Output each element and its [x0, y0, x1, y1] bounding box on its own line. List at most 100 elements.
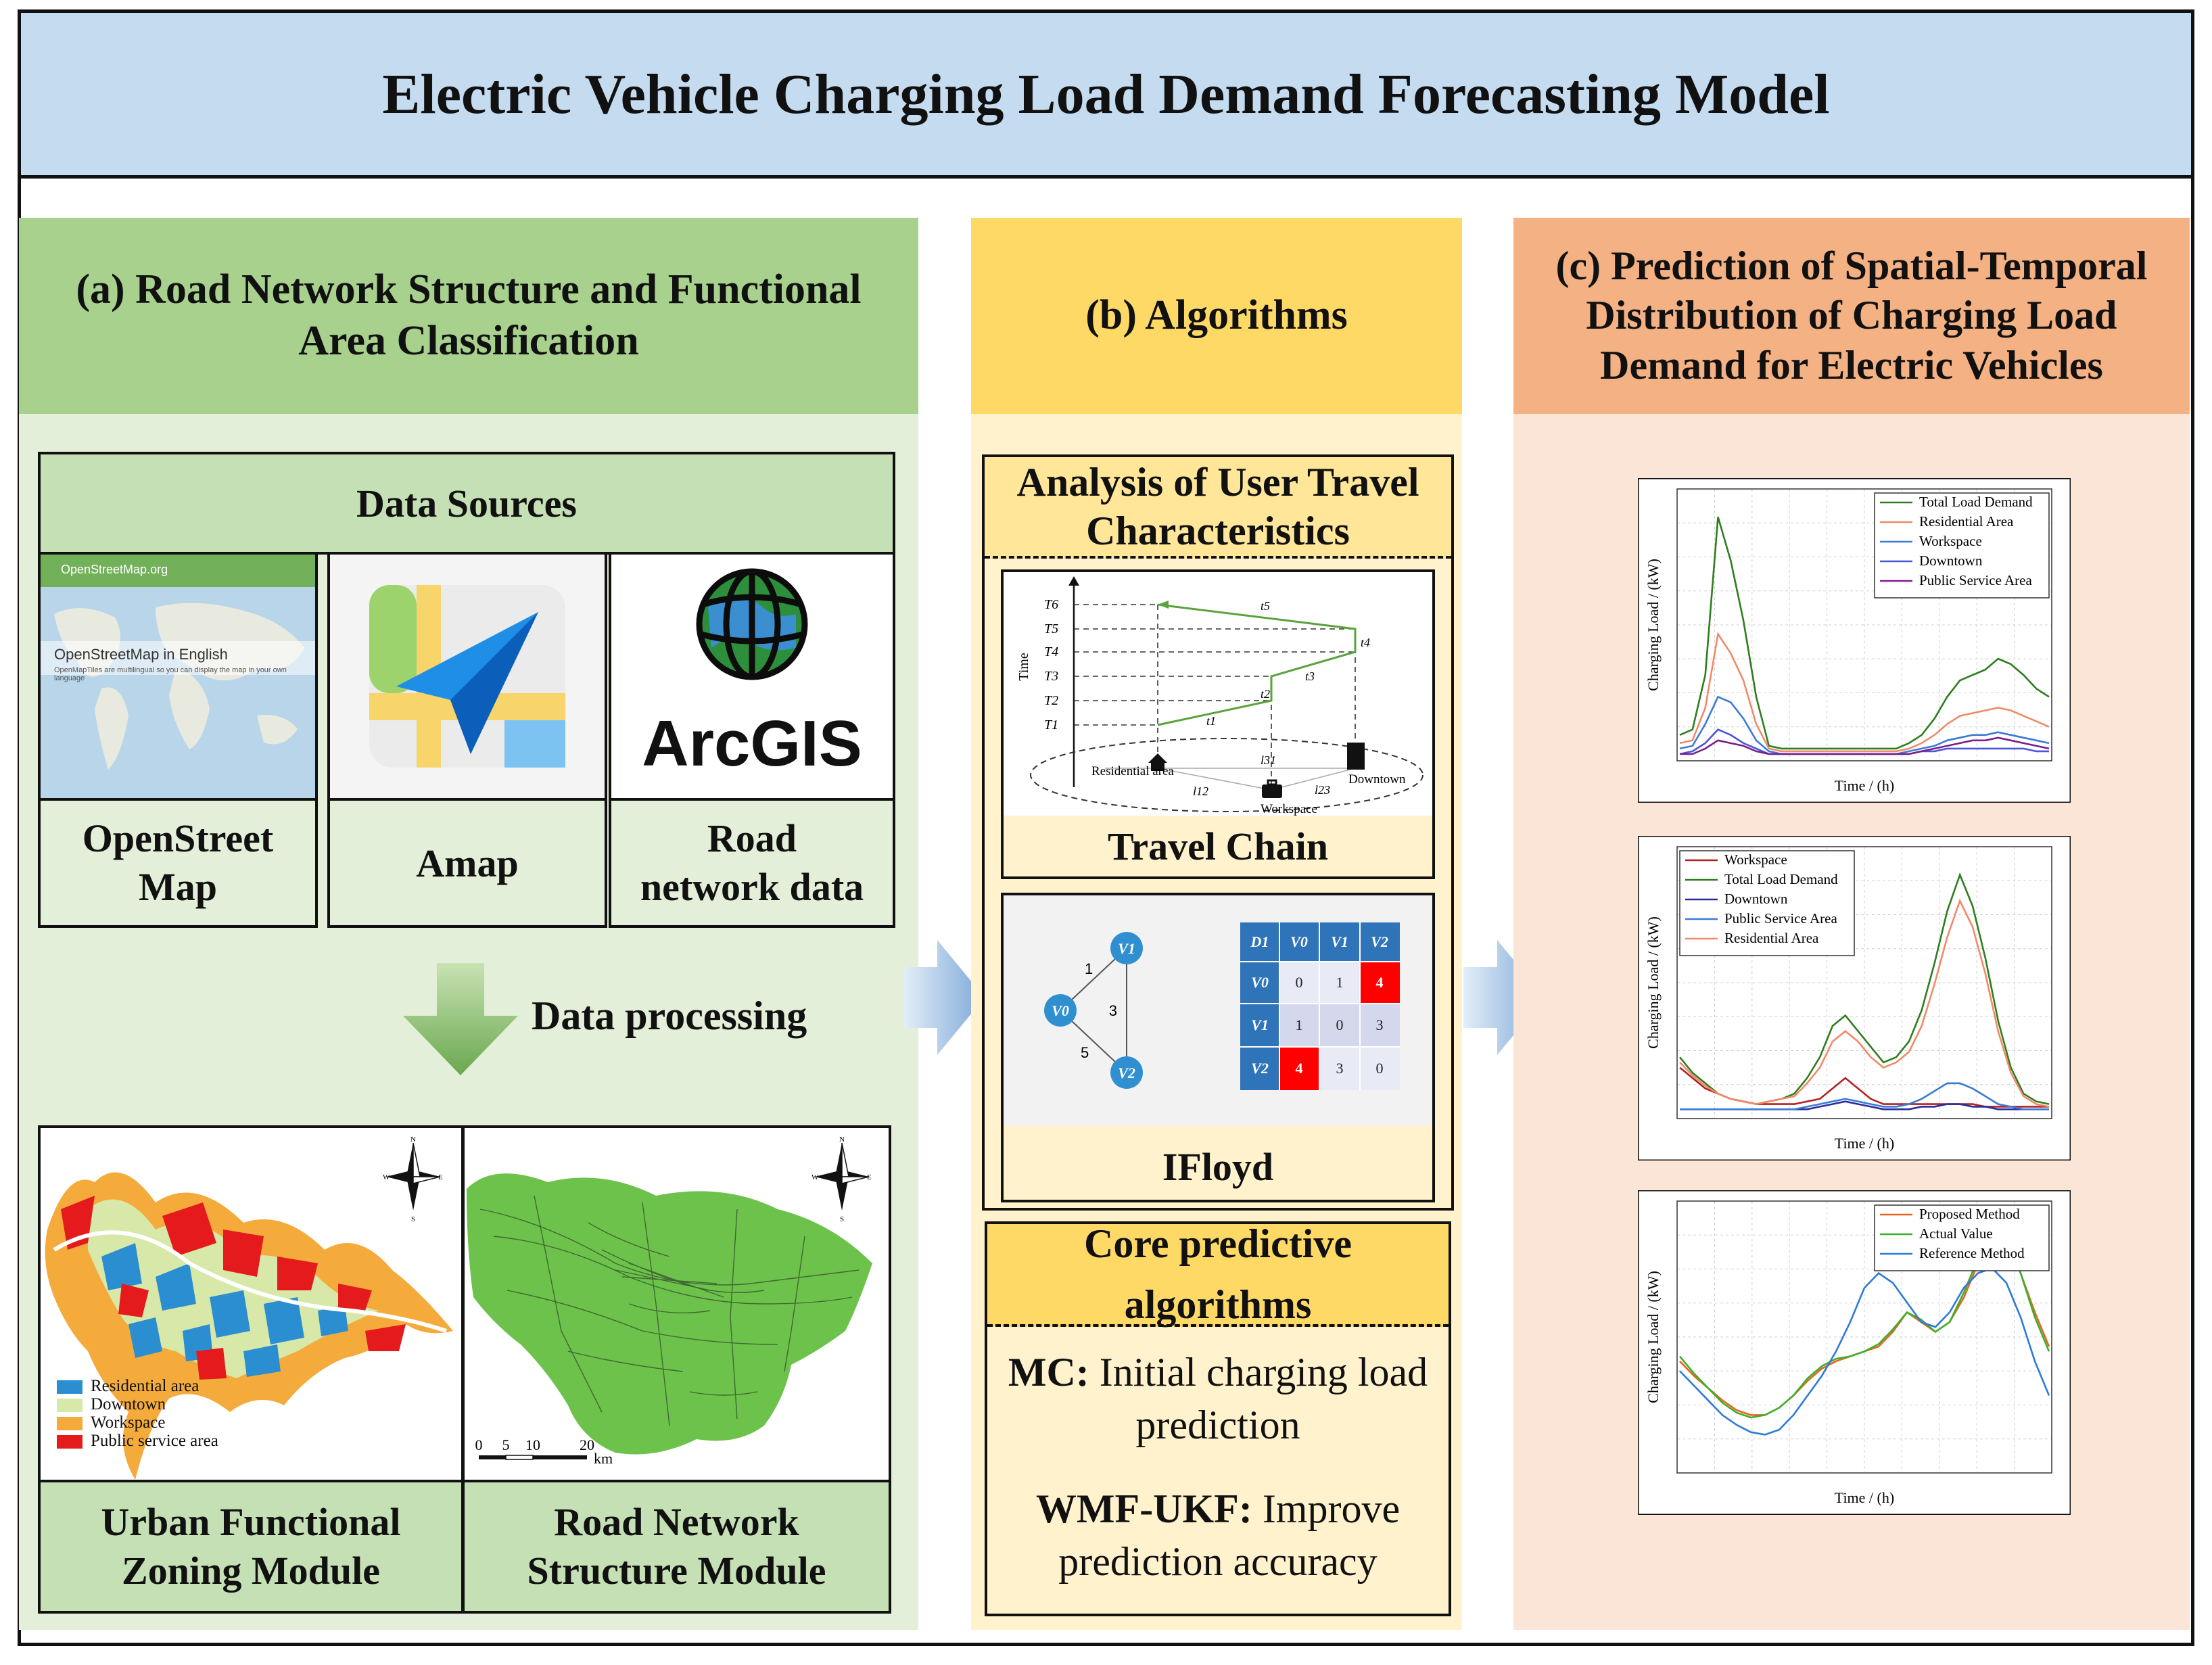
legend-downtown-label: Downtown — [91, 1395, 166, 1413]
source-amap-card: Amap — [327, 552, 607, 928]
road-network-map-image — [467, 1173, 872, 1455]
panel-a-heading: (a) Road Network Structure and Functiona… — [19, 218, 918, 414]
legend-label: Proposed Method — [1919, 1206, 2020, 1222]
matrix-cell: 1 — [1296, 1016, 1303, 1033]
legend-label: Public Service Area — [1919, 572, 2032, 588]
legend-downtown: Downtown — [57, 1395, 218, 1413]
series-line — [1679, 632, 2050, 753]
ifloyd-diagram: 1 3 5 V0 V1 V2 D1 V0 V1 V2 V0 V1 V2 0 1 — [1004, 895, 1432, 1125]
scale-tick-0: 0 — [475, 1436, 483, 1453]
mc-description: MC: Initial charging load prediction — [987, 1346, 1449, 1451]
x-axis-label: Time / (h) — [1835, 777, 1894, 794]
legend-label: Total Load Demand — [1919, 494, 2033, 510]
legend-swatch-downtown — [57, 1399, 83, 1413]
x-axis-label: Time / (h) — [1835, 1135, 1894, 1152]
arcgis-logo-text: ArcGIS — [642, 707, 862, 780]
legend-label: Residential Area — [1919, 513, 2014, 530]
segment-t3: t3 — [1305, 670, 1315, 683]
matrix-cell: 0 — [1296, 974, 1303, 991]
globe-icon — [696, 568, 808, 680]
segment-t5: t5 — [1261, 599, 1270, 613]
legend-label: Total Load Demand — [1724, 871, 1838, 887]
amap-logo-area — [330, 555, 605, 798]
osm-screenshot: OpenStreetMap.org OpenStreetMap in Engli… — [41, 555, 315, 798]
tick-t5: T5 — [1044, 622, 1058, 636]
tick-t3: T3 — [1044, 669, 1058, 684]
compass-icon-2: N S W E — [811, 1136, 872, 1223]
legend-label: Reference Method — [1919, 1245, 2025, 1261]
legend-label: Actual Value — [1919, 1225, 1993, 1242]
core-algorithms-title: Core predictive algorithms — [987, 1221, 1449, 1327]
segment-t2: t2 — [1261, 687, 1270, 701]
ifloyd-caption: IFloyd — [1162, 1144, 1274, 1189]
zoning-map-image — [45, 1172, 453, 1480]
node-v1: V1 — [1118, 940, 1135, 957]
house-icon — [1148, 753, 1167, 771]
matrix-cell: 0 — [1376, 1060, 1384, 1077]
building-icon — [1347, 743, 1365, 770]
data-sources-header: Data Sources — [38, 452, 895, 555]
place-workspace: Workspace — [1261, 802, 1317, 816]
y-axis-label: Charging Load / (kW) — [1645, 1271, 1662, 1403]
matrix-corner: D1 — [1250, 933, 1269, 950]
source-arcgis-label: Road network data — [611, 798, 893, 925]
travel-analysis-box — [982, 454, 1454, 1211]
legend-label: Workspace — [1724, 851, 1787, 868]
legend-residential: Residential area — [57, 1377, 218, 1395]
plot-area — [1676, 846, 2052, 1119]
osm-topbar — [41, 555, 315, 587]
briefcase-icon — [1262, 779, 1282, 798]
tick-t6: T6 — [1044, 597, 1058, 612]
matrix-row-v1: V1 — [1251, 1016, 1269, 1033]
matrix-cell: 1 — [1336, 974, 1344, 991]
legend-label: Public Service Area — [1724, 910, 1837, 927]
mc-text: Initial charging load prediction — [1099, 1350, 1428, 1447]
scale-tick-20: 20 — [580, 1436, 594, 1453]
node-v0: V0 — [1052, 1002, 1069, 1019]
base-l31: l31 — [1261, 753, 1276, 767]
segment-t1: t1 — [1206, 714, 1216, 728]
source-osm-card: OpenStreetMap.org OpenStreetMap in Engli… — [38, 552, 318, 928]
segment-t4: t4 — [1361, 636, 1370, 649]
compass-s: S — [411, 1215, 415, 1223]
edge-v0-v2: 5 — [1081, 1044, 1089, 1061]
edge-v1-v2: 3 — [1109, 1002, 1117, 1019]
matrix-col-v1: V1 — [1331, 933, 1348, 950]
place-residential: Residential area — [1091, 764, 1174, 778]
source-osm-label: OpenStreet Map — [41, 798, 315, 925]
compass2-s: S — [840, 1215, 844, 1223]
legend-public-label: Public service area — [91, 1432, 218, 1450]
y-axis-label: Charging Load / (kW) — [1645, 916, 1662, 1049]
osm-page-title: OpenStreetMap in English — [54, 646, 228, 663]
right-arrow-icon-1 — [903, 940, 985, 1055]
matrix-col-v0: V0 — [1290, 933, 1308, 950]
compass-e: E — [438, 1173, 443, 1181]
scale-bar: 0 5 10 20 km — [475, 1436, 613, 1467]
down-arrow-icon — [403, 963, 518, 1075]
scale-tick-5: 5 — [502, 1436, 510, 1453]
matrix-cell: 3 — [1336, 1060, 1344, 1077]
chart-2: Time / (h) Charging Load / (kW) WorkspaceT… — [1638, 836, 2071, 1160]
matrix-col-v2: V2 — [1371, 933, 1388, 950]
travel-analysis-title: Analysis of User Travel Characteristics — [985, 457, 1451, 559]
legend-swatch-workspace — [57, 1417, 83, 1431]
world-map-image — [41, 587, 315, 798]
series-line — [1680, 1082, 2049, 1110]
edge-v0-v1: 1 — [1085, 960, 1093, 977]
node-v2: V2 — [1118, 1064, 1135, 1081]
legend-label: Residential Area — [1724, 930, 1819, 946]
matrix-cell: 3 — [1376, 1016, 1384, 1033]
chart-3: Time / (h)Charging Load / (kW)Proposed M… — [1638, 1190, 2071, 1515]
series-line — [1679, 898, 2050, 1108]
legend-workspace: Workspace — [57, 1413, 218, 1432]
legend-public: Public service area — [57, 1432, 218, 1450]
y-axis-label: Charging Load / (kW) — [1645, 559, 1662, 691]
data-processing-label: Data processing — [532, 993, 807, 1038]
wmf-ukf-label: WMF-UKF: — [1035, 1486, 1252, 1531]
matrix-cell-highlight: 4 — [1296, 1060, 1303, 1077]
plot-area — [1676, 1200, 2052, 1474]
compass-n: N — [410, 1136, 416, 1144]
tick-t1: T1 — [1044, 718, 1058, 732]
